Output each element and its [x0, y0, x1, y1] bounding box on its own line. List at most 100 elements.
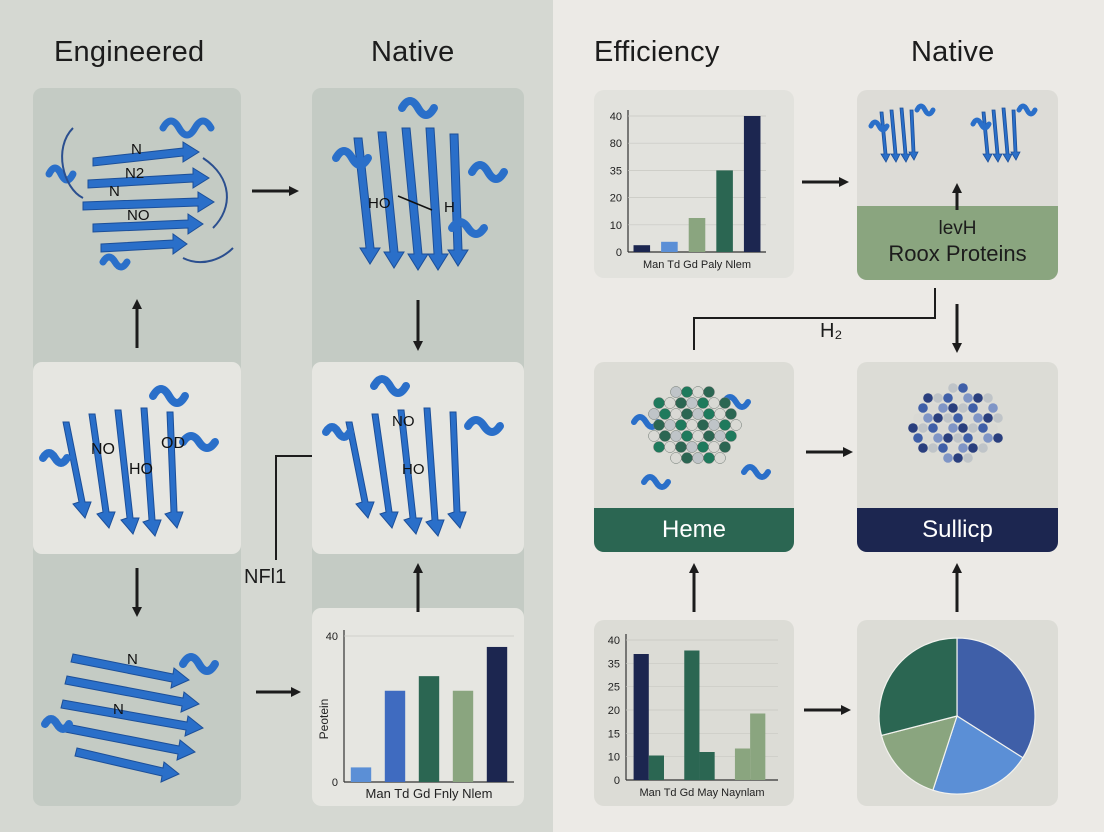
atom: [719, 441, 731, 453]
atom: [953, 413, 963, 423]
heme-panel: Heme: [594, 362, 794, 552]
atom: [692, 430, 704, 442]
atom: [703, 386, 715, 398]
atom: [968, 443, 978, 453]
atom: [958, 423, 968, 433]
bar-1: [661, 241, 678, 252]
label-od-mid: OD: [161, 435, 185, 452]
heme-band: Heme: [594, 508, 794, 552]
atom: [664, 441, 676, 453]
roox-proteins-subtitle: levH: [938, 218, 977, 239]
atom: [963, 453, 973, 463]
atom: [675, 397, 687, 409]
atom: [933, 393, 943, 403]
label-n2: N2: [125, 165, 144, 182]
bar-2: [418, 676, 440, 782]
y-tick-label-0: 0: [616, 247, 622, 259]
y-tick-label-1: 10: [608, 752, 620, 764]
atom: [968, 423, 978, 433]
bar-1-1: [699, 752, 715, 780]
label-n-bottom-2: N: [113, 701, 124, 718]
atom: [918, 443, 928, 453]
bar-0-0: [633, 654, 649, 780]
category-labels: Man Td Gd Paly Nlem: [643, 259, 751, 271]
atom: [948, 383, 958, 393]
atom: [725, 430, 737, 442]
atom: [968, 403, 978, 413]
atom: [708, 419, 720, 431]
atom: [953, 433, 963, 443]
atom: [958, 403, 968, 413]
atom: [973, 393, 983, 403]
atom: [928, 443, 938, 453]
atom: [719, 419, 731, 431]
atom: [692, 452, 704, 464]
bar-3: [452, 690, 474, 782]
category-labels: Man Td Gd Fnly Nlem: [366, 786, 493, 801]
atom: [983, 393, 993, 403]
atom: [978, 443, 988, 453]
atom: [659, 408, 671, 420]
atom: [686, 397, 698, 409]
y-tick-label-4: 25: [608, 682, 620, 694]
label-no: NO: [127, 207, 150, 224]
protein-structure-engineered-mid: NO HO OD: [39, 385, 219, 537]
atom: [703, 408, 715, 420]
y-axis-label: Peotein: [317, 699, 331, 740]
atom: [993, 433, 1003, 443]
atom: [978, 403, 988, 413]
atom: [923, 433, 933, 443]
atom: [958, 443, 968, 453]
atom: [913, 433, 923, 443]
nfi-label: NFl1: [244, 566, 287, 588]
atom: [648, 408, 660, 420]
atom: [993, 413, 1003, 423]
protein-structure-native-mid: NO HO: [322, 375, 504, 537]
atom: [697, 397, 709, 409]
atom: [908, 423, 918, 433]
atom: [953, 453, 963, 463]
label-h: H: [444, 199, 455, 216]
atom: [963, 413, 973, 423]
atom: [664, 419, 676, 431]
atom: [938, 443, 948, 453]
label-n-2: N: [109, 183, 120, 200]
atom: [943, 393, 953, 403]
atom: [913, 413, 923, 423]
atom: [653, 419, 665, 431]
heading-native-left: Native: [371, 36, 455, 68]
h2-label: H₂: [820, 320, 843, 342]
atom: [653, 441, 665, 453]
atom: [714, 452, 726, 464]
pie-chart: [878, 637, 1036, 795]
y-tick-label-0: 0: [332, 777, 338, 789]
atom: [953, 393, 963, 403]
atom: [675, 441, 687, 453]
atom: [983, 433, 993, 443]
atom: [923, 393, 933, 403]
y-tick-label-0: 0: [614, 775, 620, 787]
roox-proteins-panel: levH Roox Proteins: [857, 90, 1058, 280]
protein-structure-engineered-bottom: N N: [41, 651, 219, 783]
atom: [973, 413, 983, 423]
atom: [692, 408, 704, 420]
protein-structure-native-top: HO H: [332, 97, 508, 271]
y-tick-label-3: 35: [610, 165, 622, 177]
atom: [714, 430, 726, 442]
atom: [681, 452, 693, 464]
heading-engineered: Engineered: [54, 36, 205, 68]
atom: [686, 441, 698, 453]
atom: [928, 403, 938, 413]
label-no-mid: NO: [91, 441, 115, 458]
atom: [973, 433, 983, 443]
sullicp-molecule: [908, 383, 1003, 463]
bar-4: [743, 116, 761, 252]
y-tick-label-2: 20: [610, 193, 622, 205]
bar-4: [486, 646, 508, 782]
label-n-1: N: [131, 141, 142, 158]
bar-1-0: [648, 755, 664, 780]
atom: [918, 423, 928, 433]
label-no-native-mid: NO: [392, 413, 415, 430]
